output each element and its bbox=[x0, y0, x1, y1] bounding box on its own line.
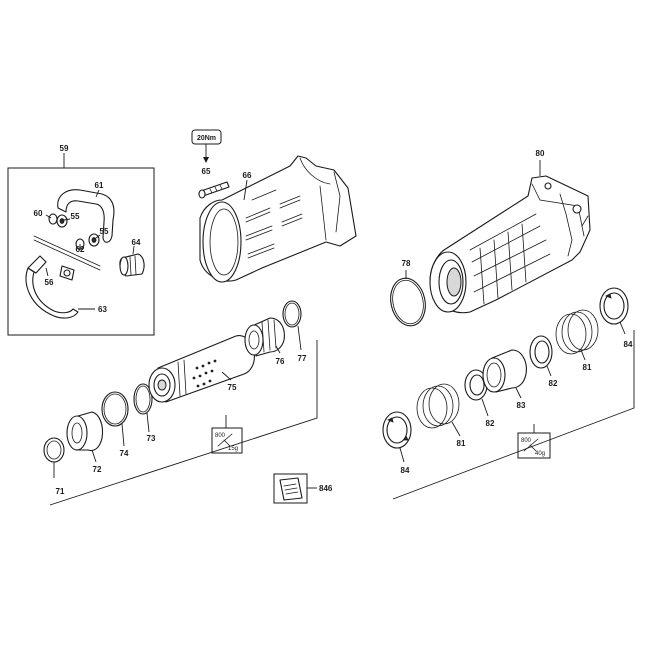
callout-55-lower: 55 bbox=[100, 227, 109, 236]
callout-64: 64 bbox=[132, 238, 141, 247]
aux-handle-group: 59 61 60 55 55 62 64 bbox=[7, 144, 155, 336]
gear-housing-80: 80 bbox=[429, 149, 591, 314]
callout-62: 62 bbox=[76, 245, 85, 254]
callout-66: 66 bbox=[243, 171, 252, 180]
grease-left-qty: 800 bbox=[215, 433, 226, 439]
torque-tag bbox=[191, 129, 222, 145]
callout-56: 56 bbox=[45, 278, 54, 287]
callout-846: 846 bbox=[319, 484, 333, 493]
callout-59: 59 bbox=[60, 144, 69, 153]
oring-74 bbox=[101, 391, 129, 427]
callout-81-lower: 81 bbox=[457, 439, 466, 448]
callout-60: 60 bbox=[34, 209, 43, 218]
callout-81-upper: 81 bbox=[583, 363, 592, 372]
left-barrel-assembly: 71 72 74 73 bbox=[43, 300, 318, 506]
oring-78 bbox=[390, 277, 426, 327]
callout-80: 80 bbox=[536, 149, 545, 158]
aux-handle-frame bbox=[7, 167, 155, 336]
clamp-band bbox=[25, 267, 79, 319]
callout-77: 77 bbox=[298, 354, 307, 363]
callout-83: 83 bbox=[517, 401, 526, 410]
right-bracket bbox=[392, 330, 635, 500]
housing-66: 66 bbox=[199, 155, 357, 283]
callout-82-lower: 82 bbox=[486, 419, 495, 428]
screw-group: 20Nm 65 bbox=[191, 129, 230, 199]
oring-77 bbox=[282, 300, 302, 328]
left-bracket bbox=[49, 340, 318, 506]
callout-82-upper: 82 bbox=[549, 379, 558, 388]
grease-left-weight: 15g bbox=[228, 446, 238, 452]
torque-label: 20Nm bbox=[197, 135, 216, 142]
callout-74: 74 bbox=[120, 449, 129, 458]
clamp-rod bbox=[33, 235, 101, 267]
callout-65: 65 bbox=[202, 167, 211, 176]
callout-72: 72 bbox=[93, 465, 102, 474]
callout-84-lower: 84 bbox=[401, 466, 410, 475]
grease-tag-right bbox=[517, 432, 551, 459]
callout-75: 75 bbox=[228, 383, 237, 392]
callout-84-upper: 84 bbox=[624, 340, 633, 349]
oring-73 bbox=[133, 383, 153, 415]
spring-rings-81-upper bbox=[555, 309, 599, 355]
handle-bow bbox=[57, 189, 115, 243]
barrel-vent-holes bbox=[192, 359, 217, 388]
callout-78: 78 bbox=[402, 259, 411, 268]
spring-rings-81-lower bbox=[416, 383, 460, 429]
callout-76: 76 bbox=[276, 357, 285, 366]
grease-right-qty: 800 bbox=[521, 438, 532, 444]
callout-63: 63 bbox=[98, 305, 107, 314]
grease-right-weight: 40g bbox=[535, 451, 545, 457]
oring-78-group: 78 bbox=[390, 259, 426, 327]
packet-846-group: 846 bbox=[273, 473, 333, 504]
callout-61: 61 bbox=[95, 181, 104, 190]
grease-tag-left bbox=[211, 427, 243, 454]
packet-frame bbox=[273, 473, 308, 504]
callout-71: 71 bbox=[56, 487, 65, 496]
callout-73: 73 bbox=[147, 434, 156, 443]
right-bearing-stack: 84 81 82 83 82 81 bbox=[382, 287, 635, 500]
nut-60 bbox=[48, 213, 58, 225]
callout-55-upper: 55 bbox=[71, 212, 80, 221]
